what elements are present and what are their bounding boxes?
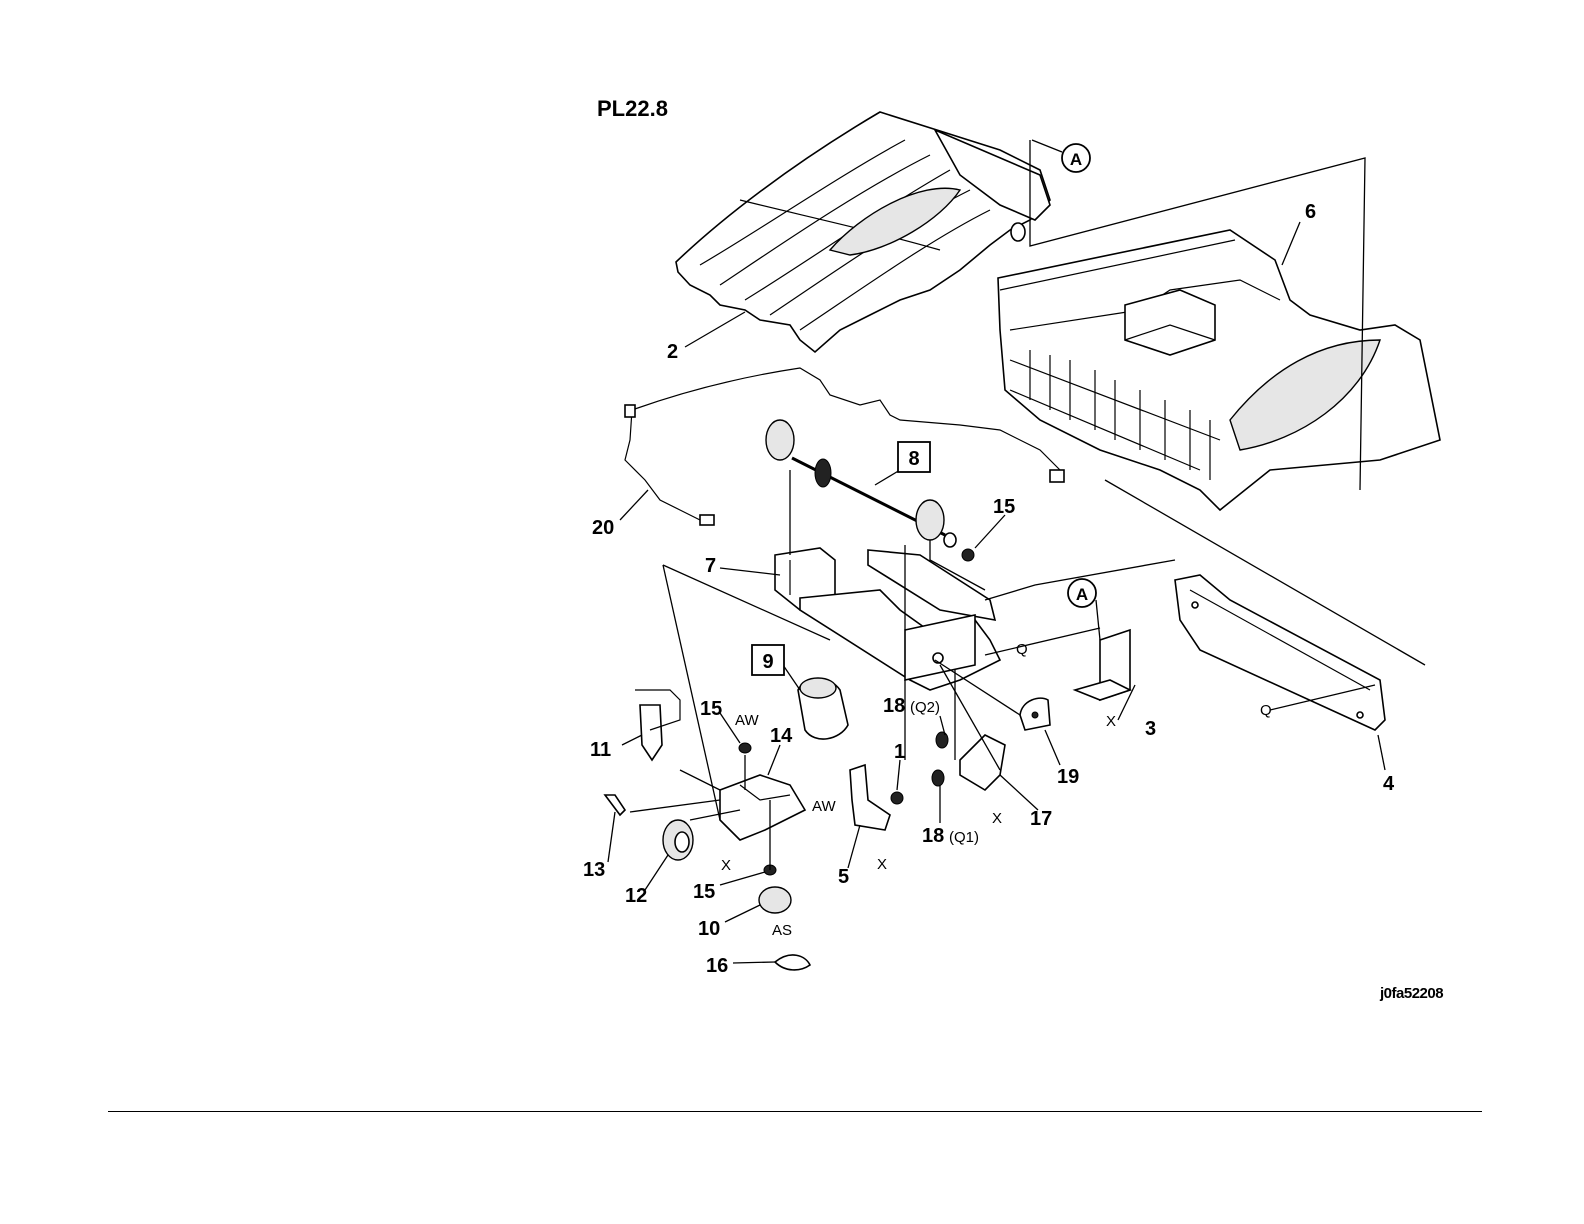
part-9-motor <box>798 678 848 739</box>
svg-text:8: 8 <box>908 448 919 470</box>
callout-15-mid: 15 <box>700 698 722 720</box>
callout-3: 3 <box>1145 718 1156 740</box>
callout-2: 2 <box>667 341 678 363</box>
connector-a-upper: A <box>1032 140 1090 172</box>
callout-17: 17 <box>1030 808 1052 830</box>
part-8-shaft-assembly <box>766 420 956 547</box>
callout-16: 16 <box>706 955 728 977</box>
callout-11: 11 <box>590 739 611 761</box>
qualifier-q2: (Q2) <box>910 699 940 716</box>
callout-19: 19 <box>1057 766 1079 788</box>
callout-15-low: 15 <box>693 881 715 903</box>
callout-20: 20 <box>592 517 614 539</box>
callout-13: 13 <box>583 859 605 881</box>
qualifier-x-14: X <box>721 857 731 874</box>
callout-12: 12 <box>625 885 647 907</box>
qualifier-x-3: X <box>1106 713 1116 730</box>
qualifier-as: AS <box>772 922 792 939</box>
callout-6: 6 <box>1305 201 1316 223</box>
qualifier-q-plate: Q <box>1260 702 1272 719</box>
callout-10: 10 <box>698 918 720 940</box>
qualifier-q-rail: Q <box>1016 641 1028 658</box>
qualifier-x-17: X <box>992 810 1002 827</box>
part-4-side-plate <box>1175 575 1385 730</box>
qualifier-aw-upper: AW <box>735 712 759 729</box>
part-3-bracket <box>1075 630 1130 700</box>
callout-14: 14 <box>770 725 793 747</box>
callout-18-q1: 18 <box>922 825 944 847</box>
svg-text:9: 9 <box>762 651 773 673</box>
callout-18-q2: 18 <box>883 695 905 717</box>
callout-7: 7 <box>705 555 716 577</box>
svg-text:A: A <box>1070 150 1082 169</box>
part-2-top-cover <box>676 112 1050 352</box>
svg-text:A: A <box>1076 585 1088 604</box>
part-6-exit-frame <box>998 230 1440 510</box>
callout-box-9: 9 <box>752 645 784 675</box>
callout-5: 5 <box>838 866 849 888</box>
callout-1: 1 <box>894 741 905 763</box>
callout-4: 4 <box>1383 773 1395 795</box>
callout-box-8: 8 <box>898 442 930 472</box>
qualifier-x-5: X <box>877 856 887 873</box>
connector-a-lower: A <box>1068 579 1100 640</box>
qualifier-q1: (Q1) <box>949 829 979 846</box>
qualifier-aw-lower: AW <box>812 798 836 815</box>
callout-15-top: 15 <box>993 496 1015 518</box>
